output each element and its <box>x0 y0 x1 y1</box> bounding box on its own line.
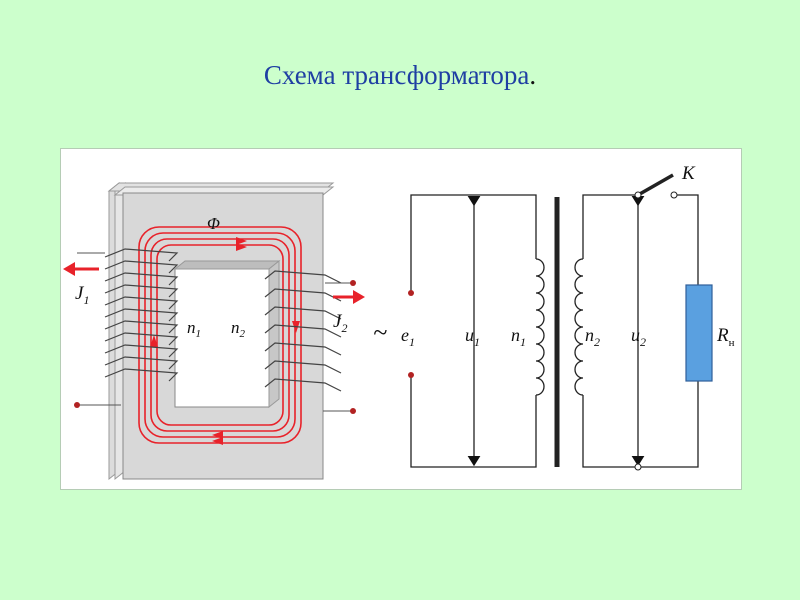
current2-label: J2 <box>333 311 347 335</box>
switch-blade <box>637 173 674 197</box>
emf-sub: 1 <box>409 335 415 349</box>
coil2-sub: 2 <box>240 328 246 340</box>
secondary-coil <box>574 258 584 396</box>
current2-sub: 2 <box>341 321 347 335</box>
switch-label: K <box>681 163 696 184</box>
u2-sub: 2 <box>640 335 646 349</box>
current2-main: J <box>333 311 343 332</box>
secondary-wire-top <box>582 194 636 259</box>
transformer-diagram: Φ J1 J2 n1 n2 <box>63 163 735 481</box>
current1-label: J1 <box>75 283 89 307</box>
emf-label: e1 <box>401 325 415 349</box>
load-sub: н <box>729 337 735 349</box>
current1-arrow <box>63 262 99 276</box>
switch-contact <box>670 191 678 199</box>
coil2-label: n2 <box>231 318 246 340</box>
u1-main: u <box>465 325 474 345</box>
load-wire-top <box>674 194 699 285</box>
primary-winding <box>104 248 179 382</box>
coil1-main: n <box>187 318 196 337</box>
n1-label: n1 <box>511 325 526 349</box>
primary-coil <box>535 258 545 396</box>
transformer-figure: Φ J1 J2 n1 n2 <box>60 148 742 490</box>
title-dot: . <box>529 60 537 90</box>
current1-sub: 1 <box>83 293 89 307</box>
n1-main: n <box>511 325 520 345</box>
primary-wire <box>410 194 537 293</box>
load-label: Rн <box>716 325 735 349</box>
primary-input-terminal-bottom <box>408 372 414 378</box>
circuit-schematic <box>410 173 699 468</box>
current1-main: J <box>75 283 85 304</box>
n2-sub: 2 <box>594 335 600 349</box>
secondary-winding <box>264 270 342 392</box>
u1-label: u1 <box>465 325 480 349</box>
u1-sub: 1 <box>474 335 480 349</box>
current2-arrow <box>333 290 365 304</box>
n2-main: n <box>585 325 594 345</box>
n2-label: n2 <box>585 325 600 349</box>
primary-wire-bottom <box>410 375 537 468</box>
u2-main: u <box>631 325 640 345</box>
secondary-wire-bottom <box>582 381 699 468</box>
secondary-terminal-bottom <box>350 408 356 414</box>
load-main: R <box>716 325 729 346</box>
primary-terminal-bottom <box>74 402 80 408</box>
slide-title: Схема трансформатора. <box>0 60 800 91</box>
n1-sub: 1 <box>520 335 526 349</box>
source-symbol: ~ <box>373 318 387 347</box>
load-resistor <box>685 284 713 382</box>
flux-label: Φ <box>207 214 220 233</box>
coil1-sub: 1 <box>196 328 202 340</box>
coil2-main: n <box>231 318 240 337</box>
core-illustration: Φ J1 J2 n1 n2 <box>63 181 365 481</box>
emf-main: e <box>401 325 409 345</box>
schematic-terminals <box>408 191 678 471</box>
primary-input-terminal-top <box>408 290 414 296</box>
secondary-terminal-top <box>350 280 356 286</box>
secondary-terminal <box>634 463 642 471</box>
title-text: Схема трансформатора <box>263 60 530 90</box>
u2-label: u2 <box>631 325 646 349</box>
switch-pivot <box>634 191 642 199</box>
core-terminals <box>74 252 356 414</box>
coil1-label: n1 <box>187 318 201 340</box>
